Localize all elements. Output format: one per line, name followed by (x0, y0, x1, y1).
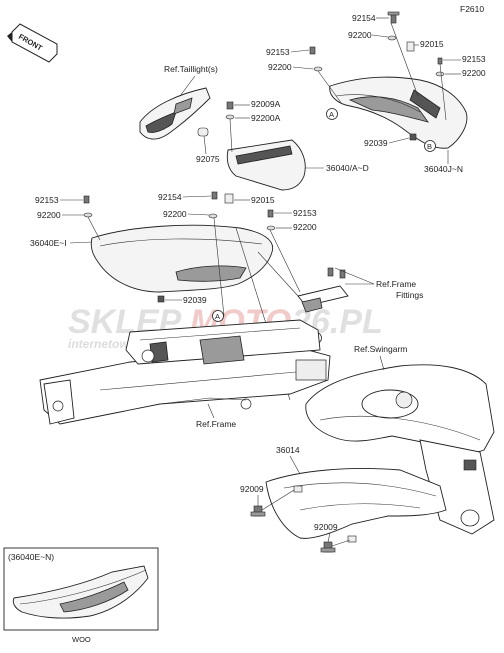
figure-code: F2610 (460, 4, 484, 14)
label-92153-tr: 92153 (462, 54, 486, 64)
fastener-group-center (197, 101, 235, 137)
side-cover-left-36040ei (90, 224, 274, 293)
label-36040ad: 36040/A~D (326, 163, 369, 173)
label-92200a: 92200A (251, 113, 281, 123)
callout-a-top (326, 108, 338, 120)
callout-a-mid (212, 310, 224, 322)
inset-title: (36040E~N) (8, 552, 54, 562)
label-92200-mid2: 92200 (293, 222, 317, 232)
ref-frame-fittings-line1: Ref.Frame (376, 279, 416, 289)
label-36040jn: 36040J~N (424, 164, 463, 174)
ref-swingarm-label: Ref.Swingarm (354, 344, 407, 354)
label-92154-top: 92154 (352, 13, 376, 23)
label-92153-mid: 92153 (293, 208, 317, 218)
chain-guard-36014 (265, 468, 447, 543)
center-cover-36040ad (226, 139, 306, 191)
label-92200-left: 92200 (37, 210, 61, 220)
label-92039-left: 92039 (183, 295, 207, 305)
label-36040ei: 36040E~I (30, 238, 67, 248)
fastener-group-mid (208, 191, 276, 231)
inset-36040e-n: (36040E~N) (3, 547, 159, 631)
inset-caption: WOO (72, 635, 91, 644)
label-92015-top: 92015 (420, 39, 444, 49)
ref-frame-label: Ref.Frame (196, 419, 236, 429)
front-arrow-icon: FRONT (7, 23, 58, 63)
label-92200-mid: 92200 (163, 209, 187, 219)
label-92154-mid: 92154 (158, 192, 182, 202)
label-92009a: 92009A (251, 99, 281, 109)
ref-taillight-label: Ref.Taillight(s) (164, 64, 218, 74)
label-92200-tl: 92200 (268, 62, 292, 72)
callout-a-top-label: A (329, 110, 334, 119)
label-92009-b: 92009 (314, 522, 338, 532)
label-92200-tr: 92200 (462, 68, 486, 78)
taillight-assembly (139, 87, 211, 140)
callout-b-top (424, 140, 436, 152)
label-92153-left: 92153 (35, 195, 59, 205)
frame-fittings-bracket (297, 267, 349, 313)
label-92075: 92075 (196, 154, 220, 164)
rear-frame (39, 319, 331, 425)
label-92200-top: 92200 (348, 30, 372, 40)
ref-frame-fittings-line2: Fittings (396, 290, 423, 300)
callout-a-mid-label: A (215, 312, 220, 321)
callout-b-top-label: B (427, 142, 432, 151)
label-92039-right: 92039 (364, 138, 388, 148)
fastener-group-top (309, 11, 445, 141)
side-cover-right-36040jn (329, 76, 468, 149)
fastener-group-left (83, 195, 165, 303)
label-36014: 36014 (276, 445, 300, 455)
label-92009-a: 92009 (240, 484, 264, 494)
label-92153-tl: 92153 (266, 47, 290, 57)
label-92015-mid: 92015 (251, 195, 275, 205)
